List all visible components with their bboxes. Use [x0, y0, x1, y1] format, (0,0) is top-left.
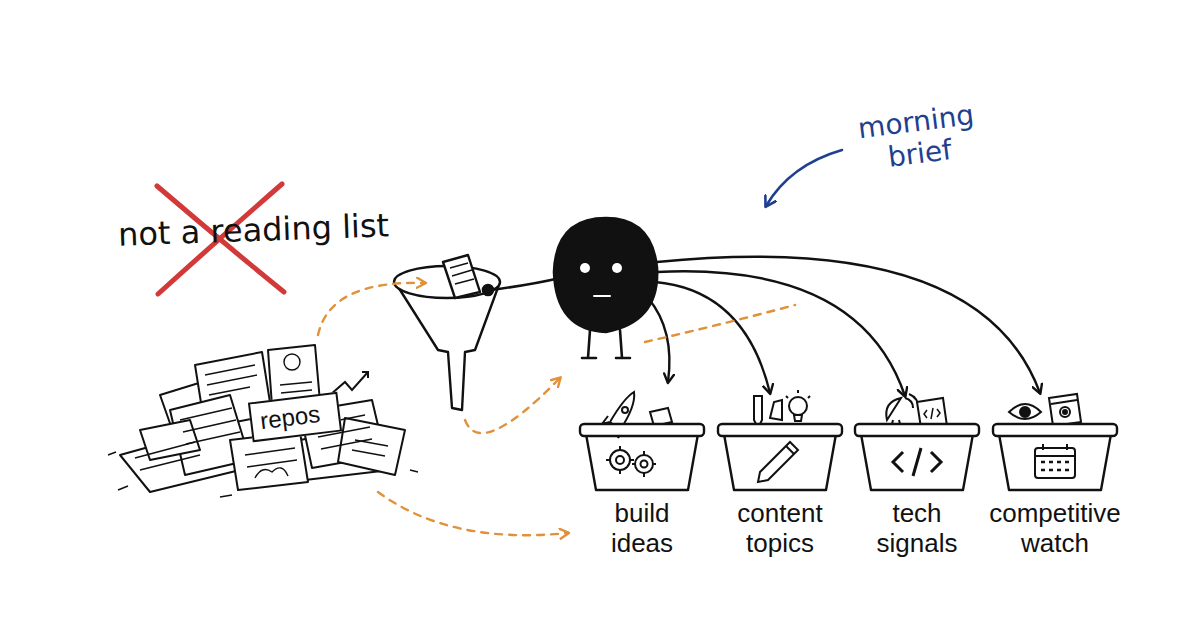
paper-pile: [120, 345, 405, 492]
paper-pile-part: [338, 418, 405, 475]
creature-part: [580, 263, 590, 273]
eye-calendar-icon-part: [1051, 400, 1077, 404]
eye-calendar-icon-part: [1035, 444, 1075, 456]
bucket-outline: [710, 390, 850, 492]
bucket-outline: [572, 390, 712, 492]
paper-lines-part: [135, 442, 200, 470]
bucket-rim: [718, 424, 842, 436]
creature-part: [582, 330, 596, 358]
code-dish-icon-part: [924, 408, 940, 419]
paper-lines-part: [352, 440, 388, 456]
strike-note: not a reading list: [117, 207, 389, 253]
paper-lines: [108, 354, 418, 497]
bucket-body: [586, 434, 698, 490]
paper-pile-part: [230, 432, 308, 490]
paper-lines-part: [180, 408, 240, 444]
eye-calendar-icon-part: [1060, 407, 1070, 417]
creature-part: [612, 263, 622, 273]
pencil-bulb-icon-part: [789, 397, 807, 415]
pencil-bulb-icon-part: [758, 442, 798, 482]
bucket-label-box: tech signals: [847, 498, 987, 558]
route-arrows-part: [655, 282, 770, 393]
eye-calendar-icon-part: [1020, 407, 1030, 417]
gear-rocket-icon-part: [610, 450, 630, 470]
flow-dashes-part: [318, 283, 425, 335]
bucket-body: [724, 434, 836, 490]
pencil-bulb-icon-part: [786, 390, 810, 398]
bucket-label: build ideas: [587, 498, 697, 558]
creature-part: [483, 285, 493, 295]
paper-lines-part: [284, 354, 300, 370]
paper-note: repos: [248, 392, 342, 443]
route-arrows-part: [657, 271, 905, 396]
paper-lines-part: [362, 372, 368, 378]
funnel-part: [450, 263, 474, 284]
bucket-node: content topics: [710, 390, 850, 558]
gear-rocket-icon-part: [606, 446, 656, 477]
funnel-part: [395, 282, 500, 410]
route-arrows: [648, 257, 1040, 396]
creature-part: [490, 278, 560, 290]
bucket-body: [999, 434, 1111, 490]
bucket-outline: [847, 390, 987, 492]
creature-part: [554, 218, 657, 332]
brief-arrow: [766, 150, 842, 206]
bucket-label: competitive watch: [985, 498, 1125, 558]
pencil-bulb-icon-part: [794, 415, 802, 421]
paper-lines-part: [280, 382, 312, 393]
eye-calendar-icon-part: [1063, 410, 1067, 414]
gear-rocket-icon-part: [635, 455, 653, 473]
creature-part: [616, 330, 630, 358]
paper-lines-part: [245, 448, 297, 467]
bucket-body: [861, 434, 973, 490]
brief-note: morning brief: [855, 99, 982, 178]
bucket-rim: [580, 424, 704, 436]
bucket-label: content topics: [725, 498, 835, 558]
flow-dashes-part: [378, 492, 568, 535]
paper-lines-part: [205, 365, 257, 395]
paper-lines-part: [108, 452, 418, 497]
gear-rocket-icon-part: [616, 456, 624, 464]
gear-rocket-icon-part: [641, 461, 648, 468]
bucket-rim: [855, 424, 979, 436]
pencil-bulb-icon-part: [770, 400, 782, 420]
code-dish-icon-part: [893, 448, 941, 476]
bucket-label-box: build ideas: [572, 498, 712, 558]
funnel: [394, 255, 500, 410]
bucket-node: competitive watch: [980, 390, 1130, 558]
bucket-label-box: competitive watch: [980, 498, 1130, 558]
flow-dashes-part: [465, 378, 560, 433]
creature-part: [594, 295, 610, 297]
bucket-label-box: content topics: [710, 498, 850, 558]
bucket-outline: [985, 390, 1125, 492]
funnel-part: [443, 255, 480, 298]
eye-calendar-icon-part: [1035, 448, 1075, 478]
pencil-bulb-icon-part: [786, 446, 794, 454]
paper-lines-part: [255, 468, 288, 478]
eye-calendar-icon-part: [1049, 394, 1081, 426]
paper-label: repos: [259, 399, 332, 435]
bucket-label: tech signals: [862, 498, 972, 558]
gear-rocket-icon-part: [622, 407, 628, 413]
eye-calendar-icon-part: [1041, 462, 1069, 470]
flow-dashes-part: [645, 305, 795, 342]
flow-dashes: [318, 283, 795, 535]
bucket-node: tech signals: [847, 390, 987, 558]
bucket-rim: [993, 424, 1117, 436]
bucket-node: build ideas: [572, 390, 712, 558]
eye-calendar-icon-part: [1009, 404, 1041, 419]
code-dish-icon-part: [886, 398, 901, 420]
creature: [483, 218, 657, 358]
